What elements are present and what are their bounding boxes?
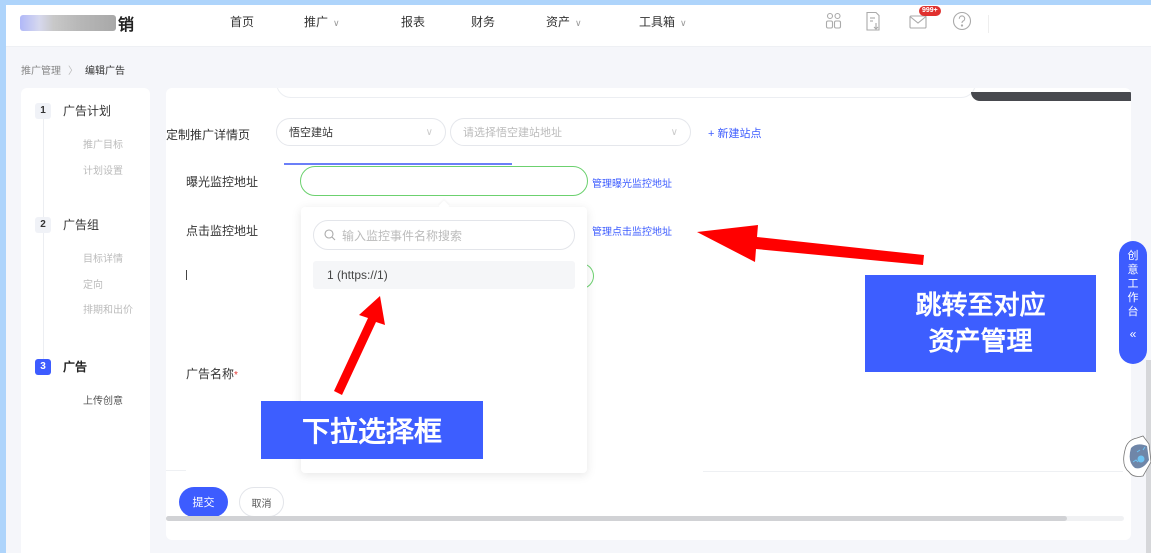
notification-badge: 999+	[919, 6, 941, 16]
mascot-assistant-icon[interactable]	[1113, 432, 1151, 484]
step-sub-upload-creative[interactable]: 上传创意	[83, 396, 123, 407]
creative-workbench-tab[interactable]: 创 意 工 作 台 «	[1119, 241, 1147, 364]
users-icon[interactable]	[825, 11, 845, 31]
step-ad-plan[interactable]: 1 广告计划	[35, 102, 111, 119]
step-sub-schedule-bid[interactable]: 排期和出价	[83, 305, 133, 316]
step-connector-line	[43, 112, 44, 372]
nav-finance[interactable]: 财务	[471, 13, 495, 30]
download-report-icon[interactable]	[865, 11, 885, 31]
nav-home-label: 首页	[230, 15, 255, 29]
nav-toolbox-label: 工具箱	[639, 15, 676, 29]
chevron-down-icon: ∨	[670, 126, 678, 138]
annotation-line-2: 资产管理	[928, 326, 1033, 357]
breadcrumb-promotion-management[interactable]: 推广管理	[21, 66, 61, 77]
nav-divider	[988, 15, 989, 33]
side-tab-char: 创	[1127, 250, 1139, 262]
step-title: 广告计划	[63, 104, 112, 118]
step-number: 3	[35, 358, 51, 375]
mail-icon[interactable]: 999+	[909, 6, 941, 35]
ad-name-label-text: 广告名称	[186, 367, 235, 381]
impression-monitor-input[interactable]	[300, 166, 588, 196]
step-ad[interactable]: 3 广告	[35, 358, 87, 375]
divider	[703, 471, 1123, 472]
ad-name-label: 广告名称*	[186, 365, 238, 382]
required-mark: *	[234, 370, 238, 381]
new-site-link[interactable]: + 新建站点	[708, 128, 762, 140]
nav-toolbox[interactable]: 工具箱 ∨	[639, 13, 687, 30]
text-cursor	[186, 270, 187, 280]
horizontal-scrollbar-thumb[interactable]	[166, 516, 1067, 521]
brand-logo[interactable]: 销	[20, 12, 140, 34]
logo-blurred-image	[20, 15, 116, 31]
help-icon[interactable]	[952, 11, 972, 31]
monitor-event-search-input[interactable]: 输入监控事件名称搜索	[313, 220, 575, 250]
dropdown-option[interactable]: 1 (https://1)	[313, 261, 575, 289]
landing-page-type-value: 悟空建站	[289, 127, 333, 139]
floating-toolbar-edge	[971, 92, 1131, 101]
steps-panel: 1 广告计划 推广目标 计划设置 2 广告组 目标详情 定向 排期和出价 3 广…	[21, 88, 150, 553]
nav-reports-label: 报表	[401, 15, 426, 29]
double-chevron-left-icon: «	[1129, 327, 1137, 341]
side-tab-char: 台	[1127, 306, 1139, 318]
previous-field-input[interactable]	[276, 88, 976, 98]
nav-assets-label: 资产	[546, 15, 571, 29]
landing-page-label: 定制推广详情页	[166, 128, 251, 142]
click-monitor-label: 点击监控地址	[186, 224, 259, 238]
step-title: 广告	[63, 360, 88, 374]
breadcrumb: 推广管理 〉 编辑广告	[21, 62, 125, 77]
landing-page-address-placeholder: 请选择悟空建站地址	[463, 127, 562, 139]
manage-click-monitor-link[interactable]: 管理点击监控地址	[592, 227, 672, 238]
logo-text: 销	[118, 17, 135, 34]
annotation-dropdown: 下拉选择框	[261, 401, 483, 459]
chevron-down-icon: ∨	[575, 18, 582, 28]
nav-home[interactable]: 首页	[230, 13, 254, 30]
chevron-down-icon: ∨	[333, 18, 340, 28]
landing-page-address-select[interactable]: 请选择悟空建站地址 ∨	[450, 118, 691, 146]
nav-promotion-label: 推广	[304, 15, 329, 29]
step-sub-plan-settings[interactable]: 计划设置	[83, 166, 123, 177]
horizontal-scrollbar[interactable]	[166, 516, 1124, 521]
step-number: 1	[35, 102, 51, 119]
side-tab-char: 作	[1127, 292, 1139, 304]
search-icon	[324, 229, 336, 241]
chevron-down-icon: ∨	[425, 126, 433, 138]
top-navigation: 销 首页 推广 ∨ 报表 财务 资产 ∨ 工具箱 ∨	[6, 5, 1151, 47]
nav-promotion[interactable]: 推广 ∨	[304, 13, 340, 30]
annotation-jump-to-asset: 跳转至对应 资产管理	[865, 275, 1096, 372]
divider	[166, 470, 186, 471]
side-tab-char: 意	[1127, 264, 1139, 276]
breadcrumb-separator-icon: 〉	[68, 66, 78, 77]
manage-impression-monitor-link[interactable]: 管理曝光监控地址	[592, 179, 672, 190]
nav-assets[interactable]: 资产 ∨	[546, 13, 582, 30]
step-title: 广告组	[63, 218, 100, 232]
step-sub-target-details[interactable]: 目标详情	[83, 254, 123, 265]
nav-reports[interactable]: 报表	[401, 13, 425, 30]
nav-finance-label: 财务	[471, 15, 496, 29]
landing-page-type-select[interactable]: 悟空建站 ∨	[276, 118, 446, 146]
submit-button[interactable]: 提交	[179, 487, 228, 517]
step-sub-targeting[interactable]: 定向	[83, 280, 103, 291]
cancel-button[interactable]: 取消	[239, 487, 284, 517]
impression-monitor-label: 曝光监控地址	[186, 175, 259, 189]
focus-underline	[284, 163, 512, 165]
annotation-line-1: 跳转至对应	[915, 290, 1046, 321]
step-sub-promotion-goal[interactable]: 推广目标	[83, 140, 123, 151]
breadcrumb-edit-ad: 编辑广告	[85, 66, 125, 77]
search-placeholder: 输入监控事件名称搜索	[342, 228, 463, 243]
step-number: 2	[35, 216, 51, 233]
side-tab-char: 工	[1127, 278, 1139, 290]
step-ad-group[interactable]: 2 广告组	[35, 216, 99, 233]
chevron-down-icon: ∨	[680, 18, 687, 28]
